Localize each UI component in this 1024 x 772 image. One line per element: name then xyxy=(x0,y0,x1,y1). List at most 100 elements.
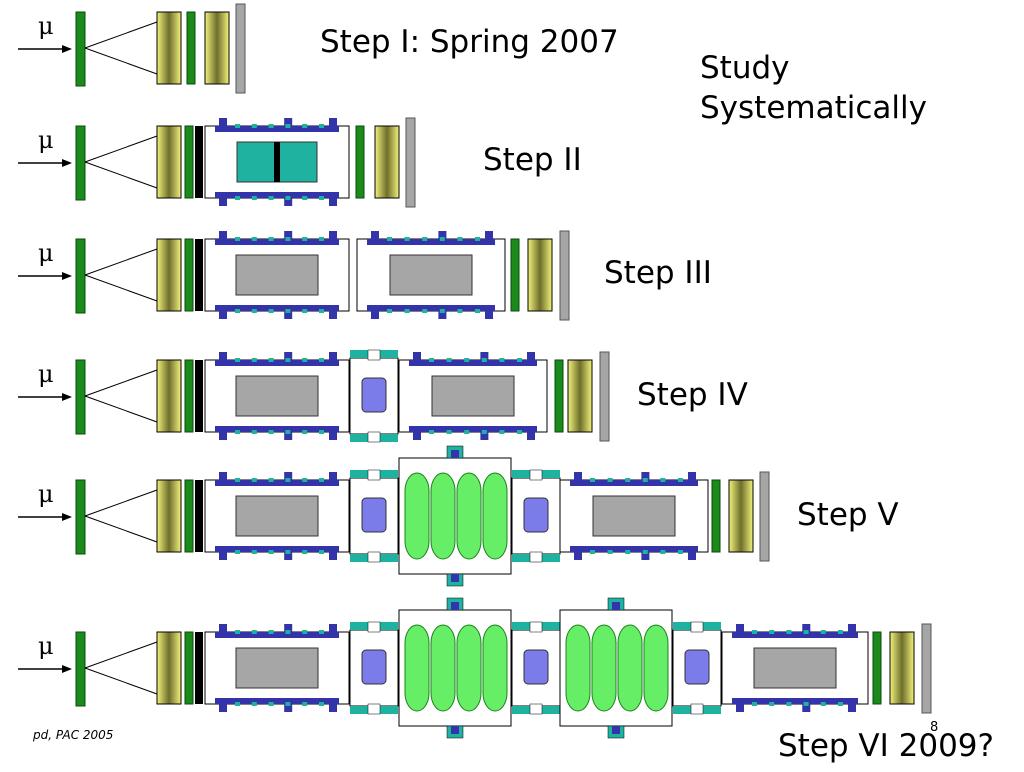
beam-arrow-head xyxy=(62,272,72,280)
diffuser-ray-lower xyxy=(84,515,158,543)
end-plate xyxy=(559,230,570,321)
absorber-gray xyxy=(235,375,319,417)
coil-dot-bottom xyxy=(475,309,480,313)
diffuser-ray-lower xyxy=(84,667,158,695)
focus-gap-top xyxy=(529,621,543,633)
focus-gap-bottom xyxy=(690,703,704,715)
muon-symbol: μ xyxy=(38,480,54,508)
coil-dot-top xyxy=(319,478,324,482)
absorber-small xyxy=(523,497,549,533)
coil-dot-top xyxy=(251,630,257,634)
coil-tab-top xyxy=(219,118,227,128)
coil-dot-bottom xyxy=(251,196,257,200)
coil-strip-bottom xyxy=(215,698,339,704)
coil-dot-bottom xyxy=(319,196,324,200)
coil-dot-bottom xyxy=(235,430,240,434)
coil-dot-bottom xyxy=(404,309,410,313)
ckov-detector xyxy=(510,238,520,312)
coil-tab-top xyxy=(480,352,489,362)
coil-dot-bottom xyxy=(302,309,308,313)
coil-tab-bottom xyxy=(219,430,227,440)
coil-dot-top xyxy=(387,237,392,241)
coil-dot-bottom xyxy=(251,430,257,434)
rf-cavity xyxy=(430,472,456,560)
beam-arrow-head xyxy=(62,513,72,521)
coil-dot-bottom xyxy=(803,702,809,706)
coil-dot-top xyxy=(302,630,308,634)
coil-tab-bottom xyxy=(284,550,293,560)
tracker-block xyxy=(156,125,182,199)
ckov-detector xyxy=(184,631,194,705)
coil-tab-bottom xyxy=(284,702,293,712)
step6-label: Step VI 2009? xyxy=(778,728,994,764)
coil-dot-bottom xyxy=(268,702,274,706)
coil-dot-bottom xyxy=(268,196,274,200)
ckov-detector xyxy=(184,479,194,553)
coil-tab-top xyxy=(219,231,227,241)
coil-dot-bottom xyxy=(285,550,291,554)
ckov-detector xyxy=(184,359,194,433)
step2-label: Step II xyxy=(483,142,582,178)
ckov-detector xyxy=(711,479,721,553)
coil-strip-bottom xyxy=(215,426,339,432)
coil-tab-top xyxy=(219,472,227,482)
coil-tab-top xyxy=(329,472,337,482)
focus-gap-bottom xyxy=(367,551,381,563)
coil-dot-top xyxy=(235,630,240,634)
diffuser-ray-upper xyxy=(84,21,158,49)
coil-dot-bottom xyxy=(302,430,308,434)
muon-symbol: μ xyxy=(38,126,54,154)
rf-cavity xyxy=(456,472,482,560)
coil-dot-bottom xyxy=(464,430,470,434)
coil-dot-bottom xyxy=(251,309,257,313)
coil-strip-top xyxy=(215,126,339,132)
coil-dot-bottom xyxy=(642,550,648,554)
rf-cavity xyxy=(565,624,591,712)
diffuser-ray-upper xyxy=(84,248,158,276)
ckov-detector xyxy=(355,125,365,199)
coil-tab-bottom xyxy=(284,309,293,319)
absorber-gray xyxy=(389,254,473,296)
coil-dot-bottom xyxy=(838,702,843,706)
coil-dot-top xyxy=(251,358,257,362)
coil-dot-top xyxy=(439,237,445,241)
coil-dot-top xyxy=(625,478,631,482)
coil-tab-bottom xyxy=(848,702,856,712)
muon-symbol: μ xyxy=(38,360,54,388)
coil-strip-bottom xyxy=(215,546,339,552)
ckov-detector xyxy=(184,238,194,312)
end-plate xyxy=(235,3,246,94)
coil-dot-top xyxy=(607,478,613,482)
coil-dot-top xyxy=(642,478,648,482)
coil-tab-bottom xyxy=(480,430,489,440)
focus-gap-top xyxy=(529,469,543,481)
coil-tab-top xyxy=(574,472,582,482)
coil-strip-bottom xyxy=(409,426,537,432)
tracker-block xyxy=(156,359,182,433)
coil-strip-bottom xyxy=(732,698,858,704)
coil-tab-top xyxy=(485,231,493,241)
tracker-block xyxy=(156,631,182,705)
coil-tab-bottom xyxy=(688,550,696,560)
tracker-block xyxy=(156,238,182,312)
coil-dot-top xyxy=(319,124,324,128)
coil-dot-bottom xyxy=(235,196,240,200)
coil-dot-top xyxy=(422,237,428,241)
rf-port-top-inner xyxy=(451,450,459,458)
end-plate xyxy=(599,351,610,442)
coil-tab-bottom xyxy=(219,196,227,206)
ckov-detector xyxy=(186,11,196,85)
page-number: 8 xyxy=(930,720,939,735)
end-plate xyxy=(405,117,416,208)
coil-tab-bottom xyxy=(641,550,650,560)
coil-dot-bottom xyxy=(251,702,257,706)
coil-tab-top xyxy=(329,352,337,362)
absorber-gray xyxy=(235,495,319,537)
coil-dot-bottom xyxy=(302,550,308,554)
coil-dot-top xyxy=(429,358,434,362)
tof-detector xyxy=(75,631,86,707)
beam-arrow-head xyxy=(62,45,72,53)
absorber-small xyxy=(361,377,387,413)
